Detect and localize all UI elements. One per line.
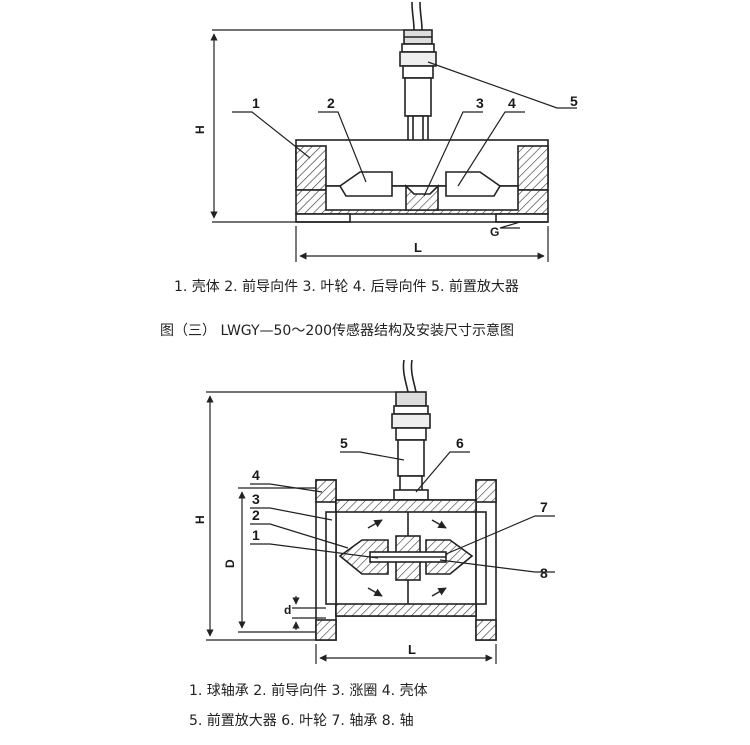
bottom-parts-caption-line2: 5. 前置放大器 6. 叶轮 7. 轴承 8. 轴 [189,713,414,729]
top-callout-5: 5 [570,93,578,109]
top-dim-h: H [193,125,207,134]
top-rear-guide [445,171,502,197]
bottom-callout-6: 6 [456,435,464,451]
bottom-dim-d-lower: d [284,603,291,617]
top-callout-2: 2 [327,95,335,111]
top-impeller [405,184,439,211]
top-dim-g: G [490,225,499,239]
bottom-flow-arrows [367,519,447,597]
bottom-callout-2: 2 [252,507,260,523]
bottom-leaders [250,451,555,573]
bottom-dim-h: H [193,515,207,524]
bottom-callout-8: 8 [540,565,548,581]
bottom-dim-l: L [408,642,416,657]
top-callout-4: 4 [508,95,516,111]
bottom-callout-1: 1 [252,527,260,543]
top-dim-l: L [414,240,422,255]
bottom-callout-labels: 4 3 2 1 5 6 7 8 H D d L [193,435,548,657]
bottom-sensor-drawing [315,359,497,641]
top-dimensions [210,29,549,262]
figure-title: 图（三） LWGY—50～200传感器结构及安装尺寸示意图 [160,323,515,339]
top-callout-1: 1 [252,95,260,111]
top-leaders [232,61,577,229]
top-front-guide [338,171,393,197]
top-cable [411,1,415,31]
bottom-amplifier [397,439,425,477]
bottom-parts-caption-line1: 1. 球轴承 2. 前导向件 3. 涨圈 4. 壳体 [189,683,428,699]
top-parts-caption: 1. 壳体 2. 前导向件 3. 叶轮 4. 后导向件 5. 前置放大器 [174,279,519,295]
bottom-callout-5: 5 [340,435,348,451]
top-sensor-drawing [295,1,549,223]
bottom-dimensions [206,391,497,664]
top-housing [295,139,549,187]
bottom-cable [402,359,409,393]
bottom-callout-4: 4 [252,467,260,483]
bottom-dim-d-upper: D [223,559,237,568]
bottom-connector [395,391,427,407]
bottom-callout-7: 7 [540,499,548,515]
top-callout-labels: 1 2 3 4 5 H L G [193,93,578,255]
top-callout-3: 3 [476,95,484,111]
bottom-callout-3: 3 [252,491,260,507]
